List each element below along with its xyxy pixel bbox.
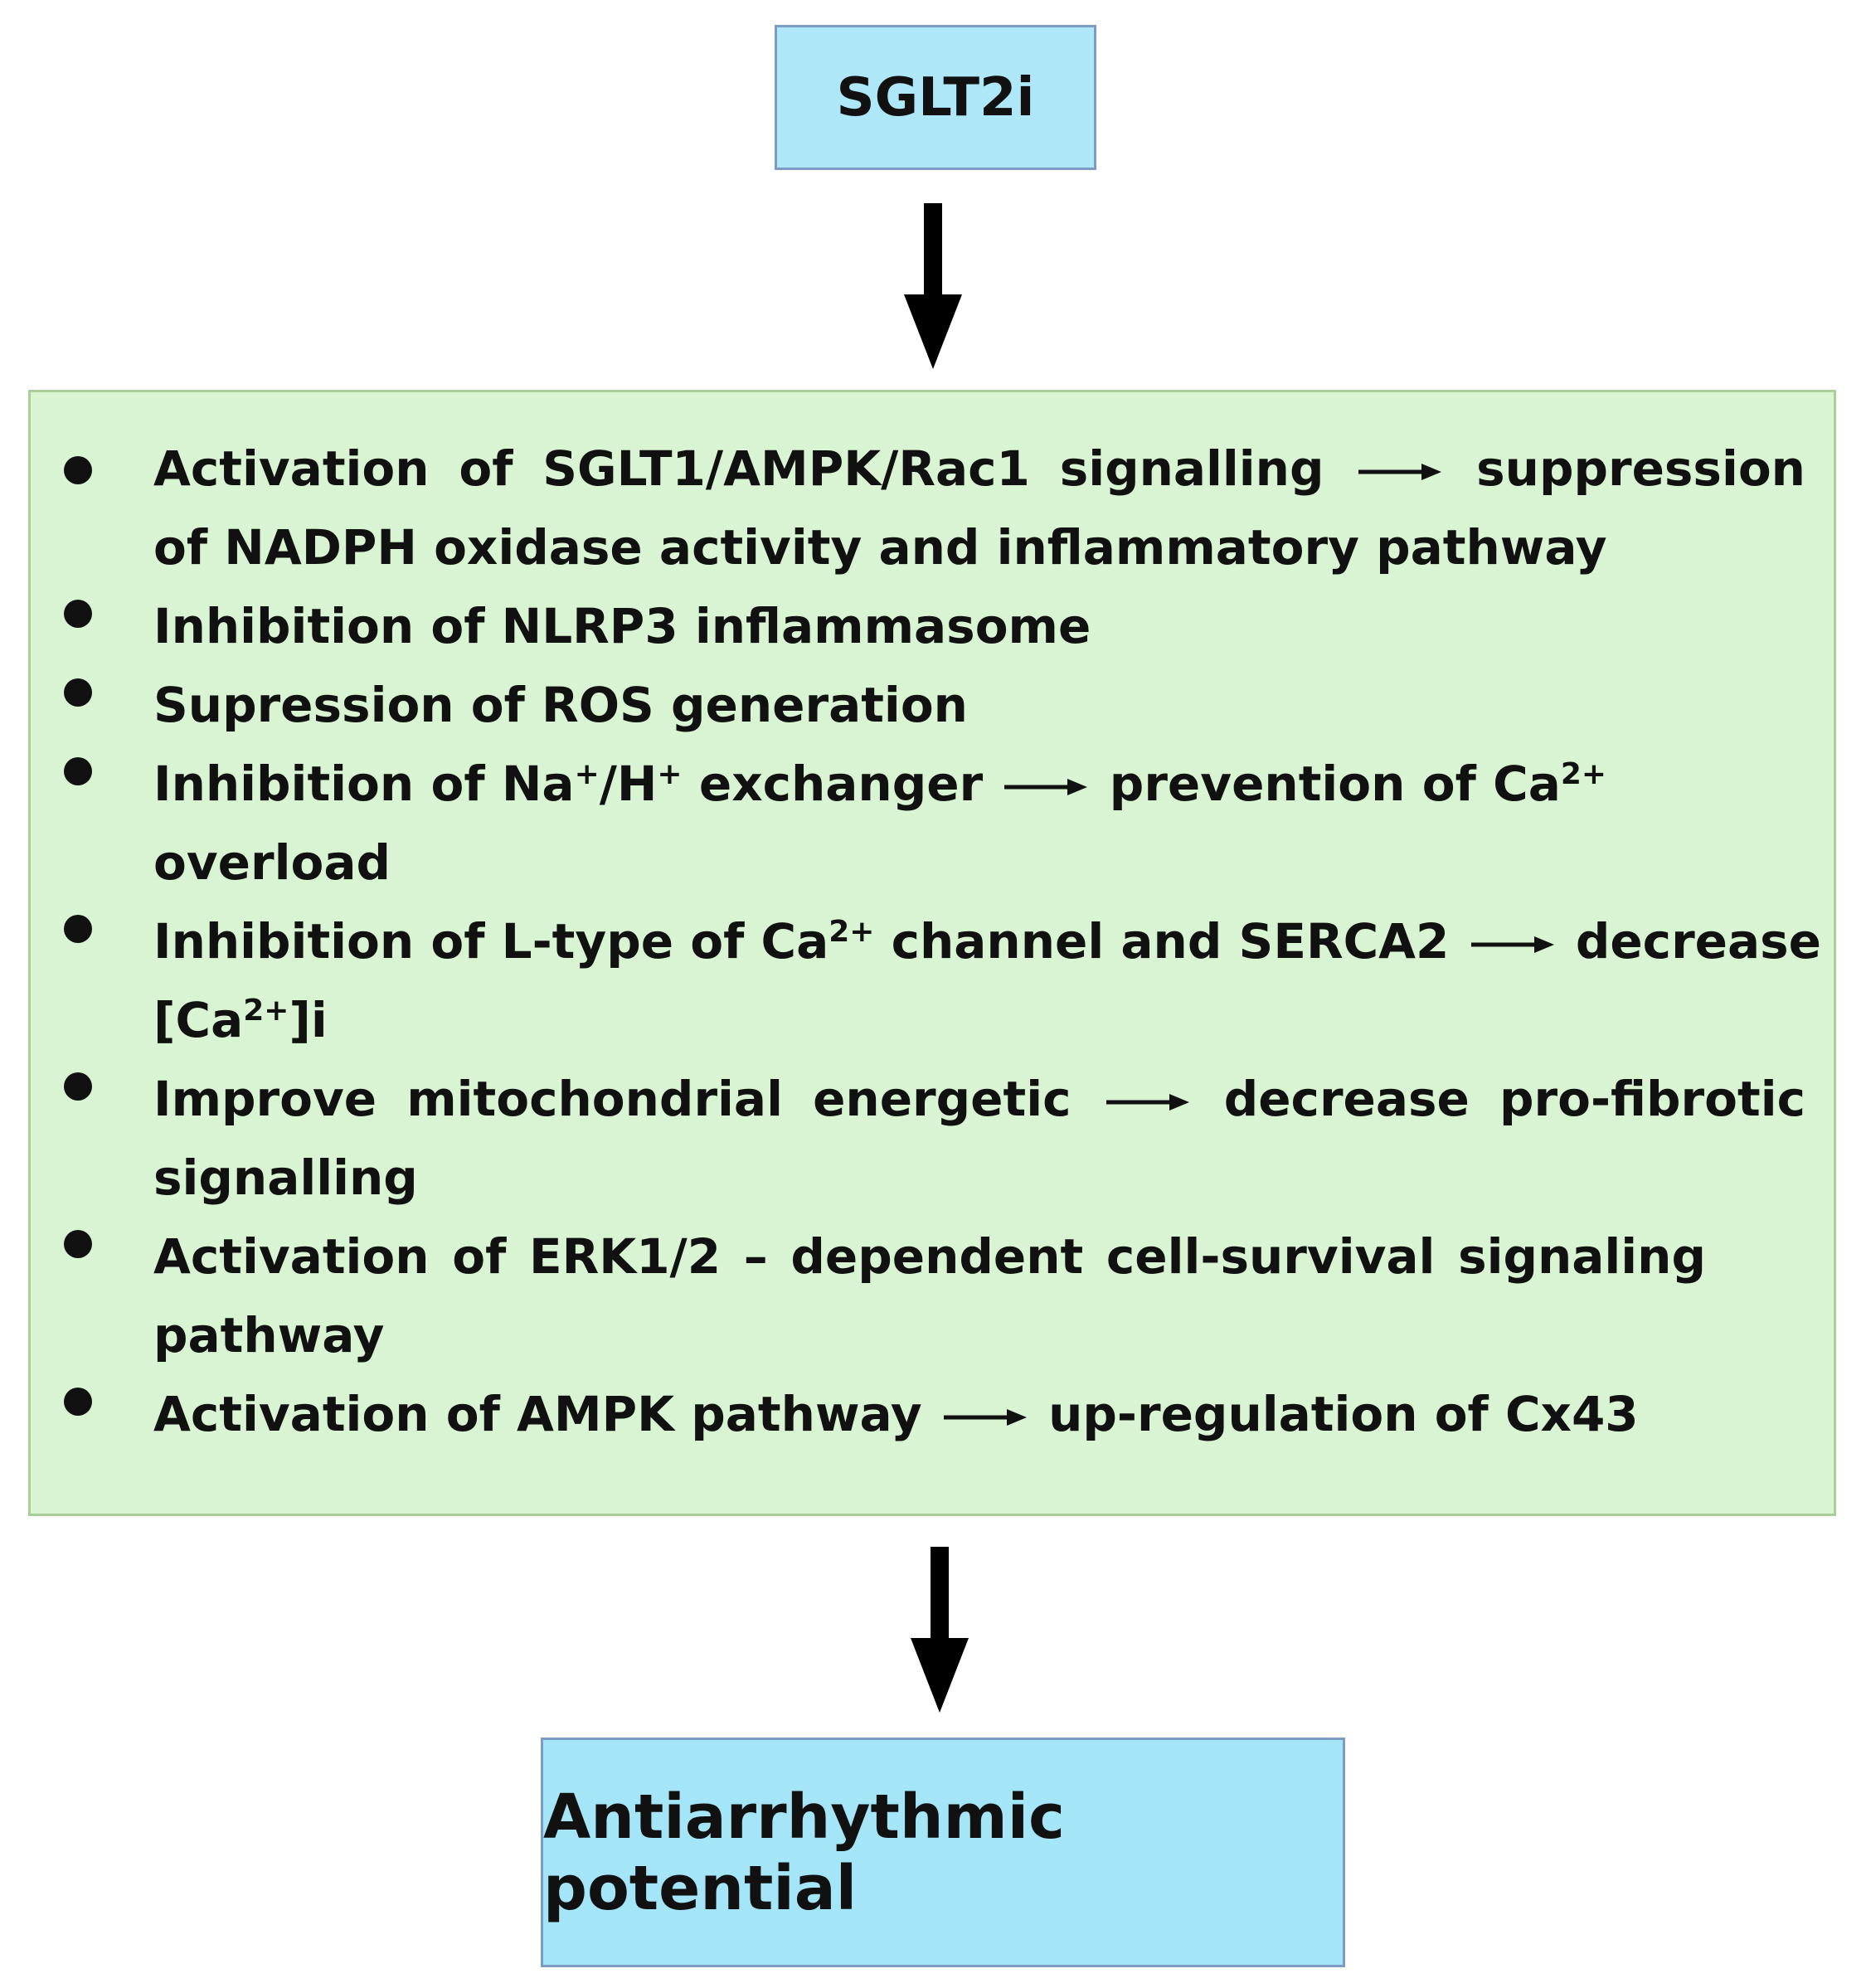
bullet-icon xyxy=(64,915,92,943)
item-text: decrease pro-fibrotic xyxy=(1223,1071,1805,1127)
item-text: pathway xyxy=(153,1307,385,1363)
list-item-line: signalling xyxy=(153,1139,1805,1218)
down-arrow-icon xyxy=(911,1547,969,1713)
right-arrow-icon xyxy=(1358,463,1442,480)
item-text: Activation of ERK1/2 – dependent cell-su… xyxy=(153,1228,1706,1285)
bullet-icon xyxy=(64,1230,92,1258)
right-arrow-icon xyxy=(1004,778,1088,795)
item-text: Activation of AMPK pathway xyxy=(153,1386,922,1442)
list-item-line: Inhibition of L-type of Ca2+ channel and… xyxy=(153,902,1821,981)
item-text: up-regulation of Cx43 xyxy=(1048,1386,1639,1442)
item-text: suppression xyxy=(1476,440,1805,497)
list-item-line: Activation of ERK1/2 – dependent cell-su… xyxy=(153,1218,1706,1296)
right-arrow-icon xyxy=(1106,1093,1189,1111)
item-text: Supression of ROS generation xyxy=(153,677,968,733)
item-text: overload xyxy=(153,834,391,891)
right-arrow-icon xyxy=(943,1408,1027,1426)
right-arrow-icon xyxy=(1470,936,1554,953)
item-text: Activation of SGLT1/AMPK/Rac1 signalling xyxy=(153,440,1324,497)
item-text: Inhibition of L-type of Ca2+ xyxy=(153,913,875,970)
down-arrow-icon xyxy=(904,203,962,369)
list-item-line: [Ca2+]i xyxy=(153,981,1805,1060)
item-text: decrease xyxy=(1575,913,1822,970)
list-item-line: Activation of SGLT1/AMPK/Rac1 signalling… xyxy=(153,430,1805,508)
bullet-icon xyxy=(64,456,92,484)
item-text: of NADPH oxidase activity and inflammato… xyxy=(153,519,1607,576)
item-text: Improve mitochondrial energetic xyxy=(153,1071,1071,1127)
bullet-icon xyxy=(64,1388,92,1416)
bullet-icon xyxy=(64,600,92,628)
sglt2i-label: SGLT2i xyxy=(836,66,1035,129)
list-item-line: overload xyxy=(153,824,1606,902)
antiarrhythmic-box: Antiarrhythmic potential xyxy=(541,1738,1345,1967)
item-text: exchanger xyxy=(698,756,984,812)
list-item-line: Supression of ROS generation xyxy=(153,666,1805,745)
list-item-line: Activation of AMPK pathway up-regulation… xyxy=(153,1375,1805,1454)
antiarrhythmic-label: Antiarrhythmic potential xyxy=(543,1781,1065,1924)
mechanisms-box: Activation of SGLT1/AMPK/Rac1 signalling… xyxy=(28,390,1836,1516)
item-text: signalling xyxy=(153,1150,418,1206)
list-item-line: of NADPH oxidase activity and inflammato… xyxy=(153,508,1805,587)
item-text: Inhibition of Na+/H+ xyxy=(153,756,683,812)
list-item-line: Inhibition of NLRP3 inflammasome xyxy=(153,587,1805,666)
bullet-icon xyxy=(64,678,92,707)
bullet-icon xyxy=(64,757,92,785)
list-item-line: Improve mitochondrial energetic decrease… xyxy=(153,1060,1805,1139)
item-text: Inhibition of NLRP3 inflammasome xyxy=(153,598,1091,654)
item-text: [Ca2+]i xyxy=(153,992,328,1048)
list-item-line: Inhibition of Na+/H+ exchanger preventio… xyxy=(153,745,1606,824)
sglt2i-box: SGLT2i xyxy=(775,25,1096,170)
item-text: prevention of Ca2+ xyxy=(1109,756,1606,812)
list-item-line: pathway xyxy=(153,1296,1706,1375)
bullet-icon xyxy=(64,1072,92,1101)
item-text: channel and SERCA2 xyxy=(891,913,1450,970)
